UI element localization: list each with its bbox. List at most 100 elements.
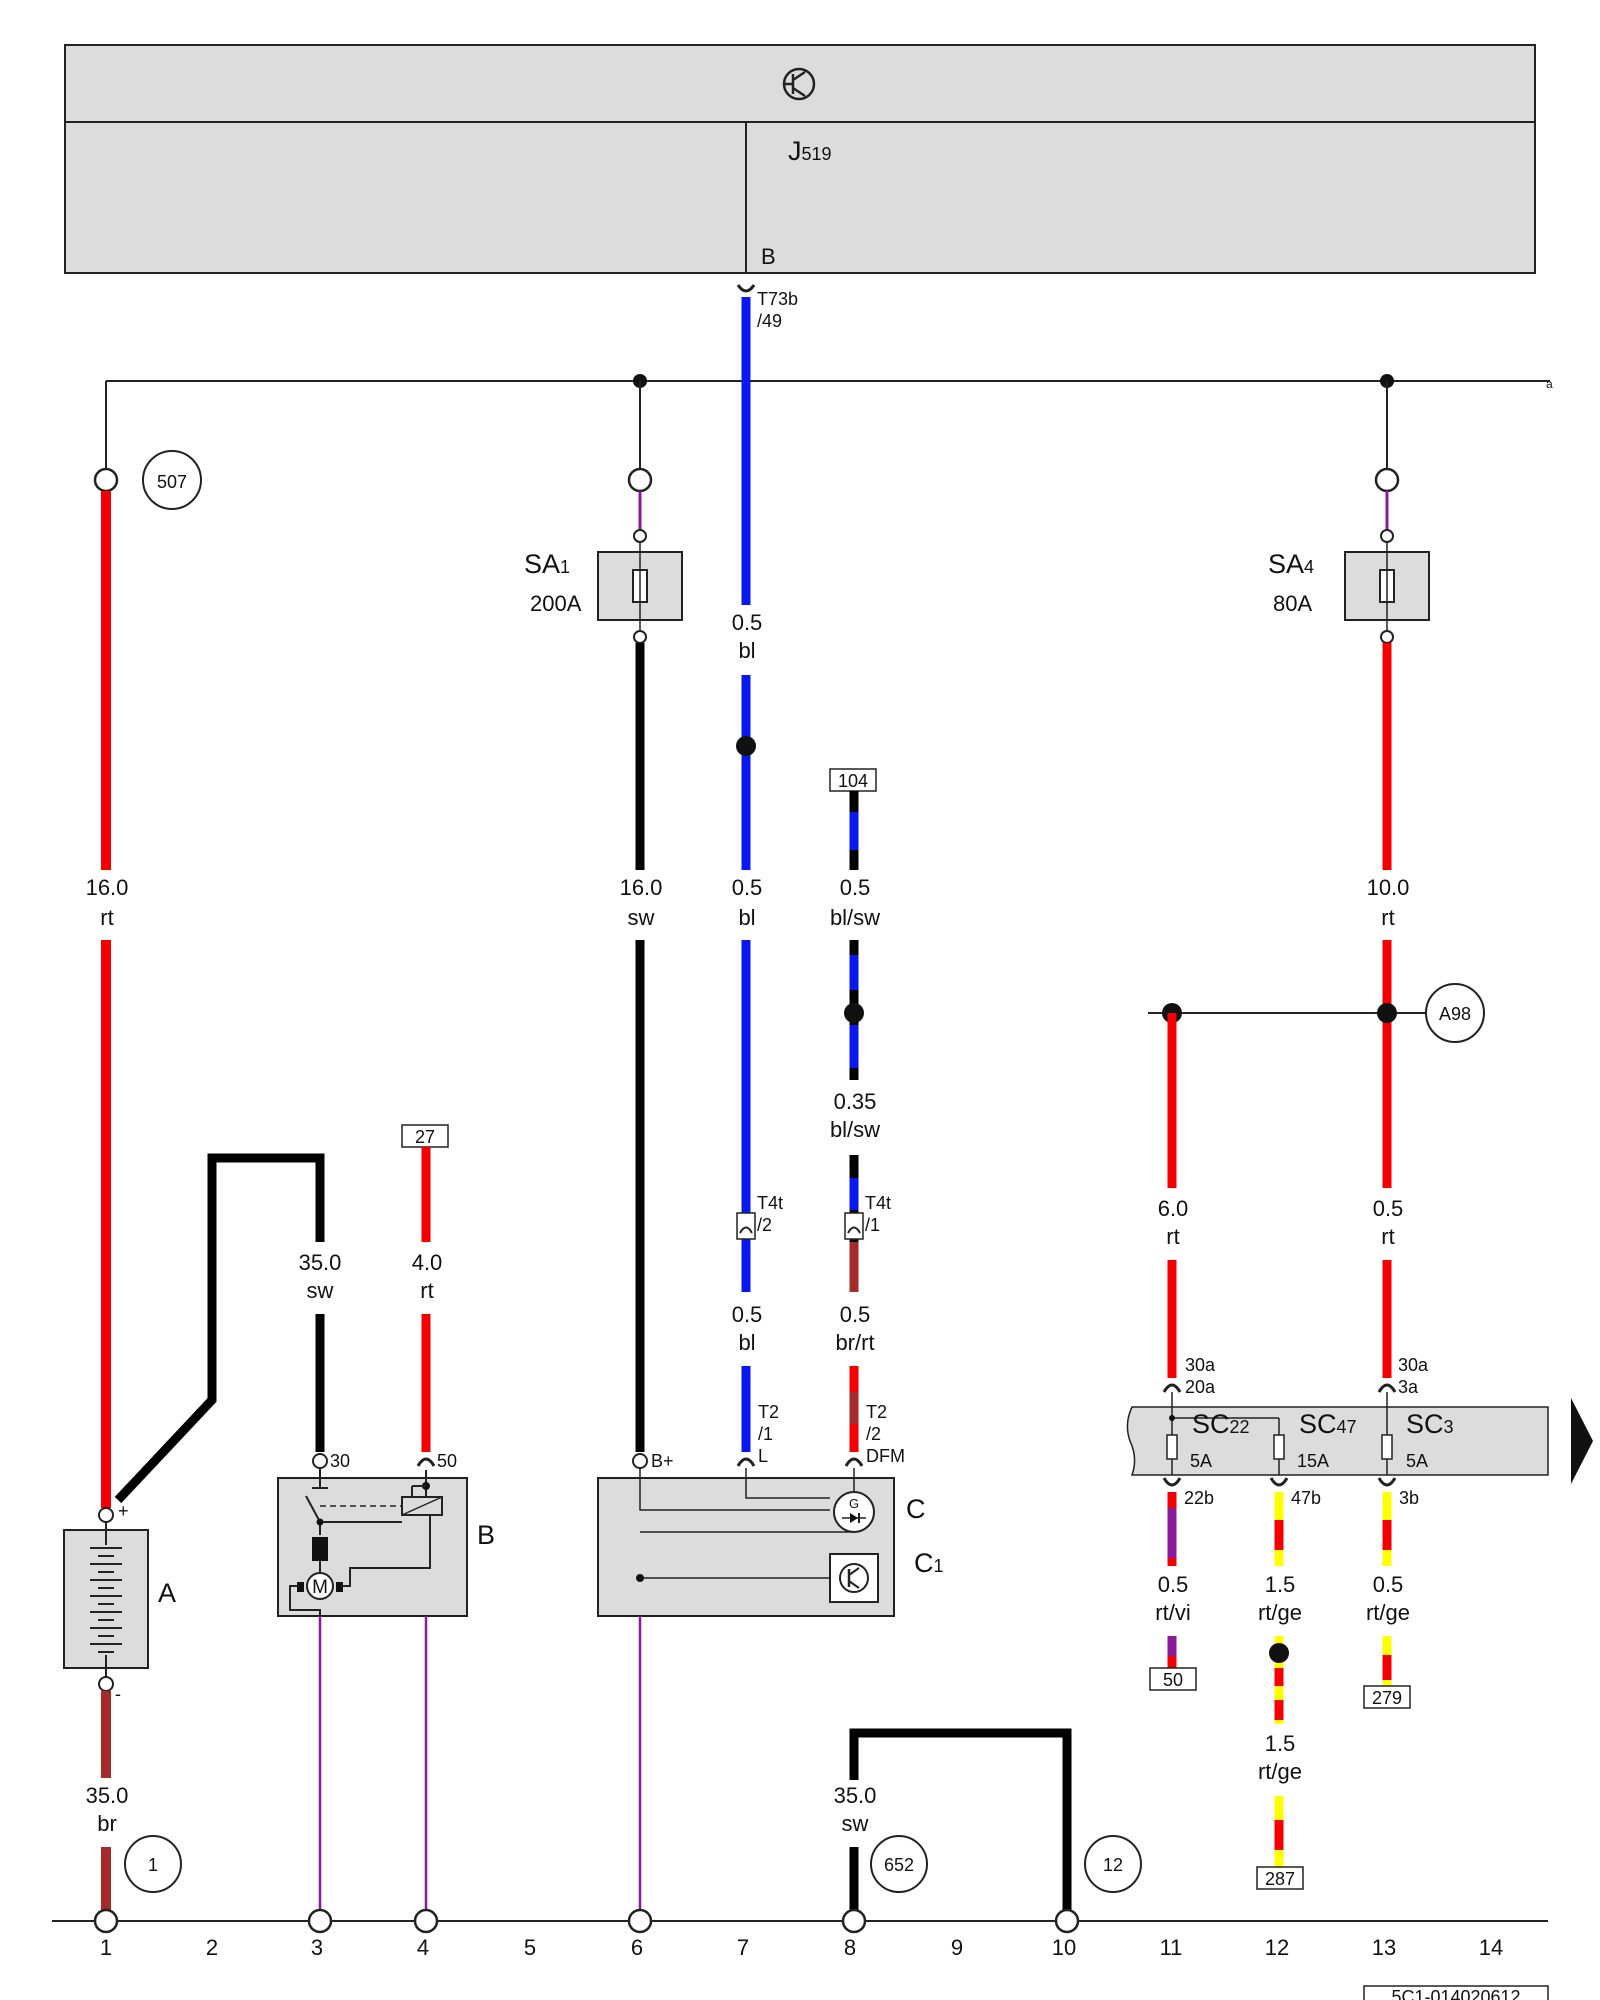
ground-point-a98: A98: [1425, 983, 1485, 1043]
svg-text:SA4: SA4: [1268, 549, 1314, 579]
track-number: 1: [100, 1935, 112, 1960]
fuse-sa1: SA1 200A: [524, 542, 683, 630]
bus-end-label: a: [1546, 377, 1553, 391]
wire-3-color: sw: [307, 1278, 334, 1303]
wire-7c-color: bl: [738, 1330, 755, 1355]
track-number: 11: [1160, 1935, 1183, 1960]
fuse-sc47: SC47: [1299, 1409, 1357, 1439]
wire-11a-size: 6.0: [1158, 1196, 1189, 1221]
wire-13b-size: 0.5: [1373, 1196, 1404, 1221]
svg-text:287: 287: [1265, 1869, 1295, 1889]
svg-text:/2: /2: [757, 1215, 772, 1235]
wire-4-color: rt: [420, 1278, 433, 1303]
wire-8d-color: sw: [842, 1811, 869, 1836]
fuse-sc3-rating: 5A: [1406, 1451, 1428, 1471]
svg-text:279: 279: [1372, 1688, 1402, 1708]
svg-text:-: -: [115, 1684, 121, 1704]
track-number: 2: [206, 1935, 218, 1960]
ref-box-279: 279: [1363, 1685, 1411, 1709]
fuse-sc22-rating: 5A: [1190, 1451, 1212, 1471]
ground-point-12: 12: [1084, 1835, 1142, 1893]
battery-a: + - A: [63, 1501, 176, 1704]
track-number: 9: [951, 1935, 963, 1960]
control-unit-pin-b: B: [761, 244, 776, 269]
fusebox-pin-30a-sc3: 30a: [1398, 1355, 1429, 1375]
continuation-arrow-icon[interactable]: [1571, 1398, 1593, 1484]
control-unit-name: J519: [788, 136, 832, 166]
svg-text:+: +: [118, 1501, 129, 1521]
svg-text:1: 1: [148, 1855, 158, 1875]
svg-text:/2: /2: [866, 1424, 881, 1444]
track-number: 4: [417, 1935, 429, 1960]
connector-t73b-49: T73b: [757, 289, 798, 309]
wire-4-size: 4.0: [412, 1250, 443, 1275]
connector-t2-2: T2 /2 DFM: [866, 1402, 905, 1466]
svg-text:A98: A98: [1439, 1004, 1471, 1024]
svg-text:T2: T2: [758, 1402, 779, 1422]
svg-text:T4t: T4t: [865, 1193, 891, 1213]
track-number: 6: [631, 1935, 643, 1960]
wire-3-size: 35.0: [299, 1250, 342, 1275]
wire-12b-size: 1.5: [1265, 1731, 1296, 1756]
fuse-sa4: SA4 80A: [1268, 542, 1430, 630]
svg-text:27: 27: [415, 1127, 435, 1147]
wire-6-size: 16.0: [620, 875, 663, 900]
ref-box-50: 50: [1149, 1667, 1197, 1691]
wire-12a-color: rt/ge: [1258, 1600, 1302, 1625]
wire-13a-size: 10.0: [1367, 875, 1410, 900]
svg-text:5C1-014020612: 5C1-014020612: [1391, 1987, 1520, 2000]
svg-text:SA1: SA1: [524, 549, 570, 579]
starter-b: 30 50 M B: [277, 1451, 495, 1617]
svg-text:12: 12: [1103, 1855, 1123, 1875]
track-number: 3: [311, 1935, 323, 1960]
svg-text:C: C: [906, 1494, 926, 1524]
svg-text:/1: /1: [758, 1424, 773, 1444]
svg-text:B: B: [477, 1520, 495, 1550]
wire-1-color: rt: [100, 905, 113, 930]
fusebox-pin-3b: 3b: [1399, 1488, 1419, 1508]
svg-text:104: 104: [838, 771, 868, 791]
wire-1-size: 16.0: [86, 875, 129, 900]
document-id: 5C1-014020612: [1363, 1985, 1549, 2000]
wire-1b-color: br: [97, 1811, 117, 1836]
svg-text:G: G: [849, 1496, 859, 1511]
connector-t4t-2: T4t /2: [736, 1193, 783, 1240]
svg-text:507: 507: [157, 472, 187, 492]
wire-11b-color: rt/vi: [1155, 1600, 1190, 1625]
track-number: 7: [737, 1935, 749, 1960]
wire-13c-color: rt/ge: [1366, 1600, 1410, 1625]
connector-t4t-1: T4t /1: [844, 1193, 891, 1240]
connector-t2-1: T2 /1 L: [758, 1402, 779, 1466]
svg-text:A: A: [158, 1578, 176, 1608]
wire-7c-size: 0.5: [732, 1302, 763, 1327]
transistor-icon: [782, 67, 816, 101]
track-number: 12: [1265, 1935, 1289, 1960]
fusebox-pin-47b: 47b: [1291, 1488, 1321, 1508]
ground-point-652: 652: [870, 1835, 928, 1893]
svg-text:DFM: DFM: [866, 1446, 905, 1466]
track-number: 8: [844, 1935, 856, 1960]
wire-8c-size: 0.5: [840, 1302, 871, 1327]
svg-text:80A: 80A: [1273, 591, 1312, 616]
track-number: 10: [1052, 1935, 1076, 1960]
wire-6-color: sw: [628, 905, 655, 930]
wire-8b-size: 0.35: [834, 1089, 877, 1114]
wire-7a-color: bl: [738, 638, 755, 663]
svg-text:B+: B+: [651, 1451, 674, 1471]
alternator-c: B+ G C C1: [597, 1451, 944, 1617]
fuse-sc47-rating: 15A: [1297, 1451, 1329, 1471]
fusebox-pin-22b: 22b: [1184, 1488, 1214, 1508]
svg-text:L: L: [758, 1446, 768, 1466]
svg-text:652: 652: [884, 1855, 914, 1875]
ground-point-1: 1: [124, 1835, 182, 1893]
svg-text:T4t: T4t: [757, 1193, 783, 1213]
track-numbers: 1 2 3 4 5 6 7 8 9 10 11 12 13 14: [100, 1935, 1503, 1960]
control-unit-j519: J519 B: [64, 44, 1536, 274]
wire-8a-size: 0.5: [840, 875, 871, 900]
svg-text:/1: /1: [865, 1215, 880, 1235]
track-number: 5: [524, 1935, 536, 1960]
fuse-sc3: SC3: [1406, 1409, 1454, 1439]
svg-text:50: 50: [1163, 1670, 1183, 1690]
wire-7a-size: 0.5: [732, 610, 763, 635]
